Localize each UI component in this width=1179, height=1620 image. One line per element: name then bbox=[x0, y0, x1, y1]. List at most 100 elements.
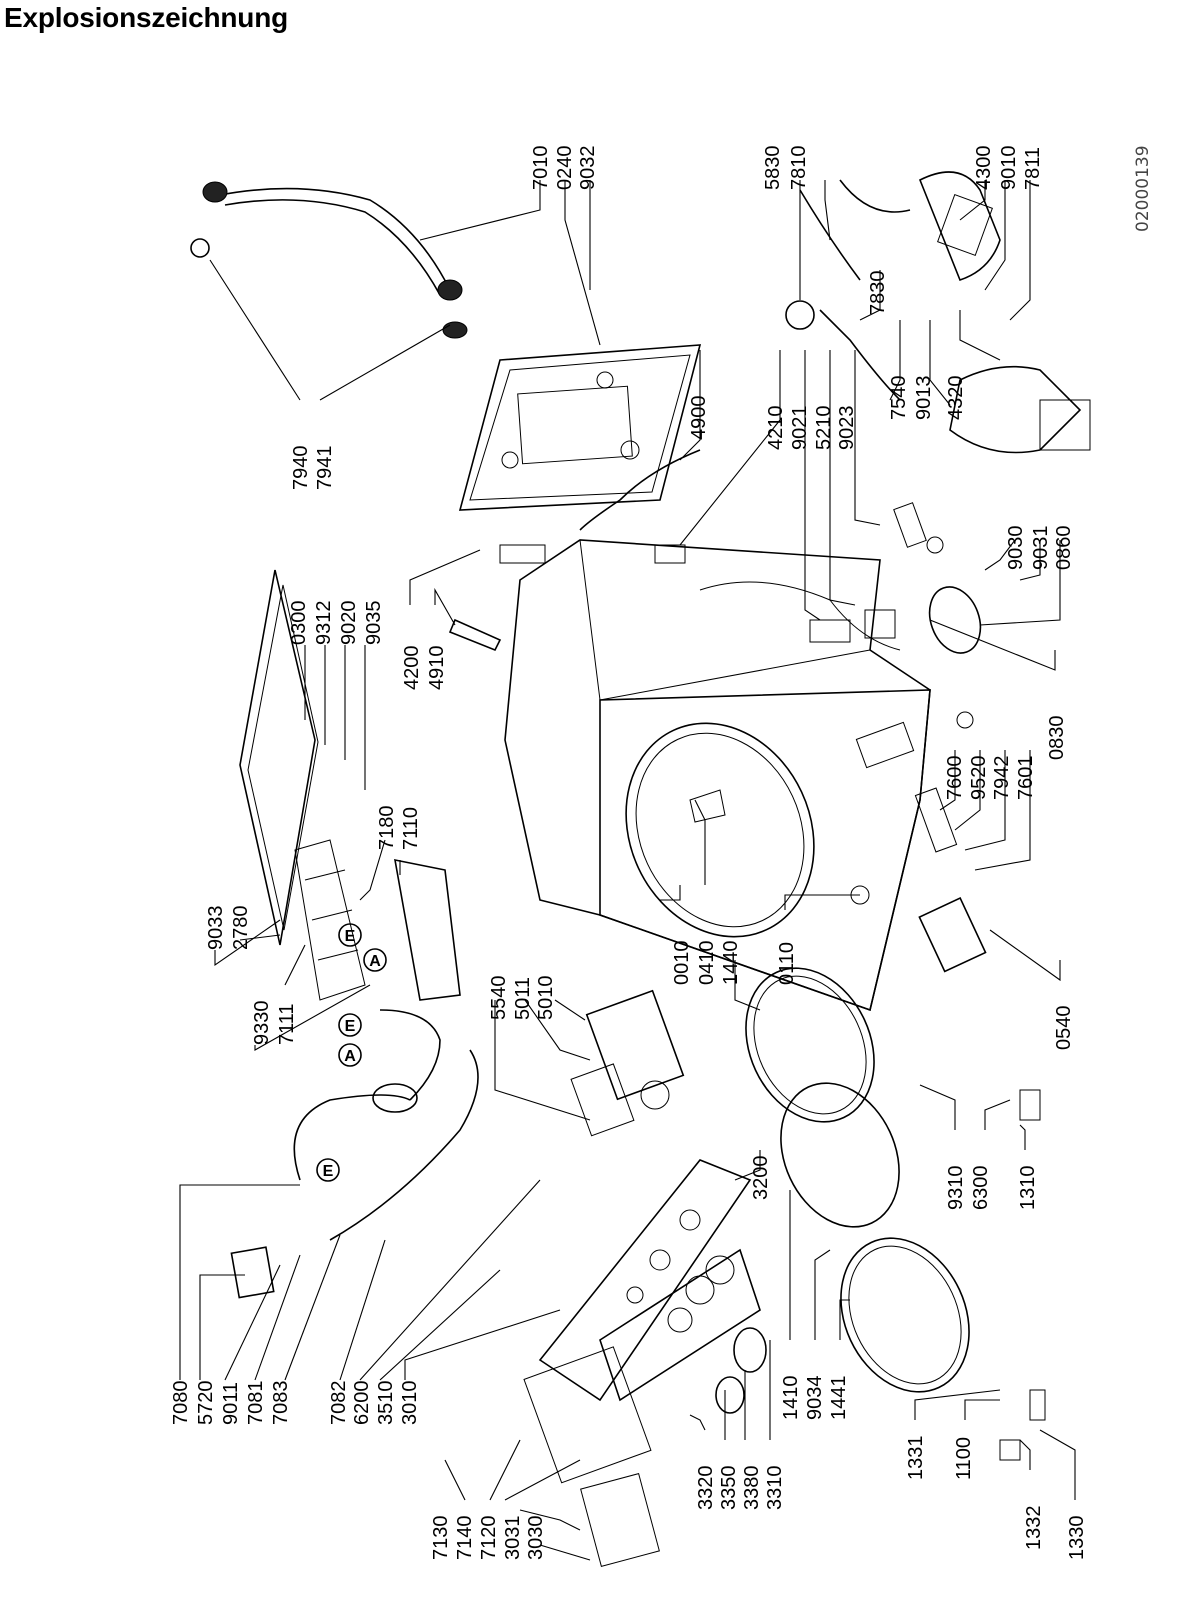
electronics-module-drawing bbox=[570, 989, 685, 1137]
part-label-9310: 9310 bbox=[945, 1166, 967, 1211]
part-label-6300: 6300 bbox=[970, 1166, 992, 1211]
part-label-9023: 9023 bbox=[836, 406, 858, 451]
part-label-7601: 7601 bbox=[1015, 756, 1037, 801]
part-label-4300: 4300 bbox=[973, 146, 995, 191]
part-label-0240: 0240 bbox=[554, 146, 576, 191]
small-parts-drawing bbox=[850, 536, 1046, 1461]
part-label-5540: 5540 bbox=[488, 976, 510, 1021]
page-title: Explosionszeichnung bbox=[4, 2, 289, 33]
part-label-7081: 7081 bbox=[245, 1381, 267, 1426]
svg-text:A: A bbox=[344, 1048, 356, 1065]
callout-a-lower: A bbox=[338, 1043, 362, 1067]
callout-e-upper: E bbox=[338, 923, 362, 947]
part-label-9021: 9021 bbox=[789, 406, 811, 451]
part-label-1410: 1410 bbox=[780, 1376, 802, 1421]
document-number: 02000139 bbox=[1133, 145, 1153, 232]
part-label-9010: 9010 bbox=[998, 146, 1020, 191]
part-label-5210: 5210 bbox=[813, 406, 835, 451]
part-label-3010: 3010 bbox=[399, 1381, 421, 1426]
part-label-7120: 7120 bbox=[478, 1516, 500, 1561]
part-label-4210: 4210 bbox=[765, 406, 787, 451]
callout-markers: A E A E E bbox=[316, 923, 387, 1182]
part-label-9030: 9030 bbox=[1005, 526, 1027, 571]
part-label-7810: 7810 bbox=[788, 146, 810, 191]
part-label-1330: 1330 bbox=[1066, 1516, 1088, 1561]
part-label-3310: 3310 bbox=[764, 1466, 786, 1511]
part-label-0830: 0830 bbox=[1046, 716, 1068, 761]
part-label-7600: 7600 bbox=[944, 756, 966, 801]
part-label-5720: 5720 bbox=[195, 1381, 217, 1426]
top-cover-drawing bbox=[239, 569, 319, 946]
part-label-7130: 7130 bbox=[430, 1516, 452, 1561]
part-label-5011: 5011 bbox=[512, 977, 534, 1020]
callout-a-upper: A bbox=[363, 948, 387, 972]
part-label-1100: 1100 bbox=[953, 1437, 975, 1480]
part-label-2780: 2780 bbox=[230, 906, 252, 951]
part-label-9013: 9013 bbox=[913, 376, 935, 421]
part-label-3031: 3031 bbox=[502, 1516, 524, 1561]
part-label-6200: 6200 bbox=[351, 1381, 373, 1426]
part-label-0300: 0300 bbox=[288, 601, 310, 646]
part-label-7830: 7830 bbox=[867, 271, 889, 316]
part-label-5830: 5830 bbox=[762, 146, 784, 191]
part-label-3320: 3320 bbox=[695, 1466, 717, 1511]
callout-e-lower: E bbox=[338, 1013, 362, 1037]
svg-text:E: E bbox=[345, 1018, 356, 1035]
part-label-0010: 0010 bbox=[671, 941, 693, 986]
part-label-9520: 9520 bbox=[968, 756, 990, 801]
part-label-9020: 9020 bbox=[338, 601, 360, 646]
part-label-7080: 7080 bbox=[170, 1381, 192, 1426]
part-label-7111: 7111 bbox=[276, 1003, 298, 1045]
part-label-7110: 7110 bbox=[400, 807, 422, 850]
part-label-9011: 9011 bbox=[220, 1382, 242, 1425]
door-rings-drawing bbox=[745, 967, 970, 1393]
part-label-7942: 7942 bbox=[991, 756, 1013, 801]
misc-parts-drawing bbox=[448, 449, 927, 652]
back-panel-drawing bbox=[458, 344, 702, 511]
part-label-4320: 4320 bbox=[945, 376, 967, 421]
leader-lines bbox=[179, 180, 1076, 1561]
part-label-7140: 7140 bbox=[454, 1516, 476, 1561]
part-label-7540: 7540 bbox=[888, 376, 910, 421]
part-label-4200: 4200 bbox=[401, 646, 423, 691]
part-label-1331: 1331 bbox=[905, 1436, 927, 1481]
part-label-9035: 9035 bbox=[363, 601, 385, 646]
part-label-1332: 1332 bbox=[1023, 1506, 1045, 1551]
part-label-9330: 9330 bbox=[251, 1001, 273, 1046]
cabinet-drawing bbox=[504, 539, 931, 1012]
part-label-3510: 3510 bbox=[375, 1381, 397, 1426]
part-label-7083: 7083 bbox=[270, 1381, 292, 1426]
part-label-1441: 1441 bbox=[828, 1376, 850, 1421]
callout-e-hose: E bbox=[316, 1158, 340, 1182]
part-label-7082: 7082 bbox=[328, 1381, 350, 1426]
part-label-7941: 7941 bbox=[314, 446, 336, 491]
part-label-9312: 9312 bbox=[313, 601, 335, 646]
part-label-1440: 1440 bbox=[720, 941, 742, 986]
inlet-hose-drawing bbox=[190, 181, 468, 339]
detergent-housing-drawing bbox=[294, 839, 461, 1001]
part-label-7811: 7811 bbox=[1022, 147, 1044, 190]
control-panel-drawing bbox=[523, 1159, 767, 1568]
svg-text:E: E bbox=[345, 928, 356, 945]
part-label-9033: 9033 bbox=[205, 906, 227, 951]
part-label-7180: 7180 bbox=[376, 806, 398, 851]
part-label-9032: 9032 bbox=[577, 146, 599, 191]
part-label-4910: 4910 bbox=[426, 646, 448, 691]
part-label-3030: 3030 bbox=[525, 1516, 547, 1561]
part-label-3200: 3200 bbox=[750, 1156, 772, 1201]
part-label-0540: 0540 bbox=[1053, 1006, 1075, 1051]
part-label-9031: 9031 bbox=[1030, 526, 1052, 571]
part-label-7940: 7940 bbox=[290, 446, 312, 491]
part-label-1310: 1310 bbox=[1017, 1166, 1039, 1211]
part-label-7010: 7010 bbox=[530, 146, 552, 191]
part-label-5010: 5010 bbox=[535, 976, 557, 1021]
svg-text:E: E bbox=[323, 1163, 334, 1180]
part-label-3380: 3380 bbox=[741, 1466, 763, 1511]
part-label-3350: 3350 bbox=[718, 1466, 740, 1511]
part-label-0410: 0410 bbox=[696, 941, 718, 986]
part-label-4900: 4900 bbox=[688, 396, 710, 441]
part-label-0110: 0110 bbox=[776, 942, 798, 985]
part-label-0860: 0860 bbox=[1053, 526, 1075, 571]
